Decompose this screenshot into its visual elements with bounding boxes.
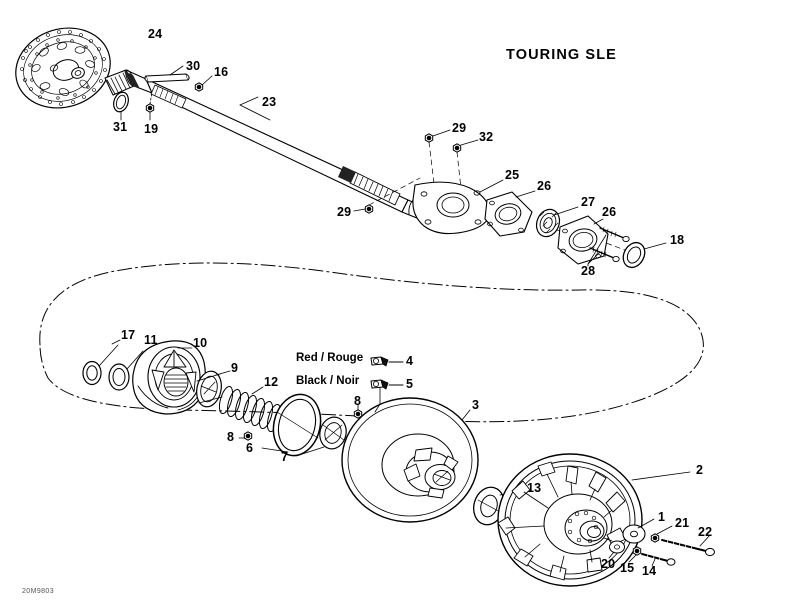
callout-29-lower: 29 xyxy=(337,205,352,219)
sliding-sheave-3 xyxy=(341,397,479,523)
washer-1 xyxy=(622,524,646,544)
callout-26-a: 26 xyxy=(537,179,552,193)
callout-8-right: 8 xyxy=(354,394,362,408)
screw-28-b xyxy=(589,246,620,263)
callout-1: 1 xyxy=(658,510,666,524)
callout-22: 22 xyxy=(698,525,713,539)
nut-29-lower xyxy=(364,204,374,214)
nut-32 xyxy=(452,143,462,153)
wire-label-black: Black / Noir xyxy=(296,375,360,387)
ball-bearing-27 xyxy=(535,208,561,238)
callout-5: 5 xyxy=(406,377,414,391)
screw-19 xyxy=(145,103,155,113)
drawing-code: 20M9803 xyxy=(22,588,54,595)
callout-30: 30 xyxy=(186,59,201,73)
callout-27: 27 xyxy=(581,195,596,209)
callout-19: 19 xyxy=(144,122,159,136)
callout-10: 10 xyxy=(193,336,208,350)
callout-12: 12 xyxy=(264,375,279,389)
callout-15: 15 xyxy=(620,561,635,575)
washer-17 xyxy=(82,360,102,386)
callout-14: 14 xyxy=(642,564,657,578)
brake-disc-24 xyxy=(15,27,111,109)
black-wire-terminal-5 xyxy=(370,379,389,390)
screw-16 xyxy=(194,82,204,92)
washer-11 xyxy=(108,363,130,391)
flange-housing-26a xyxy=(484,191,533,237)
compression-spring-12 xyxy=(218,385,282,433)
nut-29-upper xyxy=(424,133,434,143)
callout-8-left: 8 xyxy=(227,430,235,444)
drive-axle-shaft-23 xyxy=(104,69,449,230)
callout-21: 21 xyxy=(675,516,690,530)
callout-31: 31 xyxy=(113,120,128,134)
callout-26-b: 26 xyxy=(602,205,617,219)
callout-7: 7 xyxy=(281,450,289,464)
callout-3: 3 xyxy=(472,398,480,412)
screw-28-a xyxy=(599,226,630,243)
callout-23: 23 xyxy=(262,95,277,109)
callout-6: 6 xyxy=(246,441,254,455)
callout-2: 2 xyxy=(696,463,704,477)
cam-sliding-half-10 xyxy=(132,340,206,415)
red-wire-terminal-4 xyxy=(370,356,389,367)
callout-4: 4 xyxy=(406,354,414,368)
wire-label-red: Red / Rouge xyxy=(296,352,364,364)
o-ring-31 xyxy=(113,91,129,113)
callout-9: 9 xyxy=(231,361,239,375)
bolt-14 xyxy=(641,553,676,566)
callout-18: 18 xyxy=(670,233,685,247)
callout-24: 24 xyxy=(148,27,163,41)
ramp-ring-6 xyxy=(272,393,322,457)
callout-28: 28 xyxy=(581,264,596,278)
callout-20: 20 xyxy=(601,557,616,571)
callout-25: 25 xyxy=(505,168,520,182)
bushing-7 xyxy=(319,416,347,450)
key-30 xyxy=(144,73,190,83)
callout-16: 16 xyxy=(214,65,229,79)
lock-nut-21 xyxy=(650,533,660,543)
callout-32: 32 xyxy=(479,130,494,144)
fixed-sheave-pulley-2 xyxy=(497,453,643,587)
bolt-22 xyxy=(661,538,715,557)
callout-13: 13 xyxy=(527,481,542,495)
callout-17: 17 xyxy=(121,328,136,342)
washer-20 xyxy=(609,540,625,554)
screw-8-left xyxy=(243,431,253,441)
flange-housing-26b xyxy=(557,215,609,265)
bearing-support-plate-25 xyxy=(408,181,491,235)
lock-nut-15 xyxy=(632,546,642,556)
spacer-ring-18 xyxy=(622,241,646,269)
callout-11: 11 xyxy=(144,333,158,347)
callout-29-upper: 29 xyxy=(452,121,467,135)
page-title: TOURING SLE xyxy=(506,47,617,63)
